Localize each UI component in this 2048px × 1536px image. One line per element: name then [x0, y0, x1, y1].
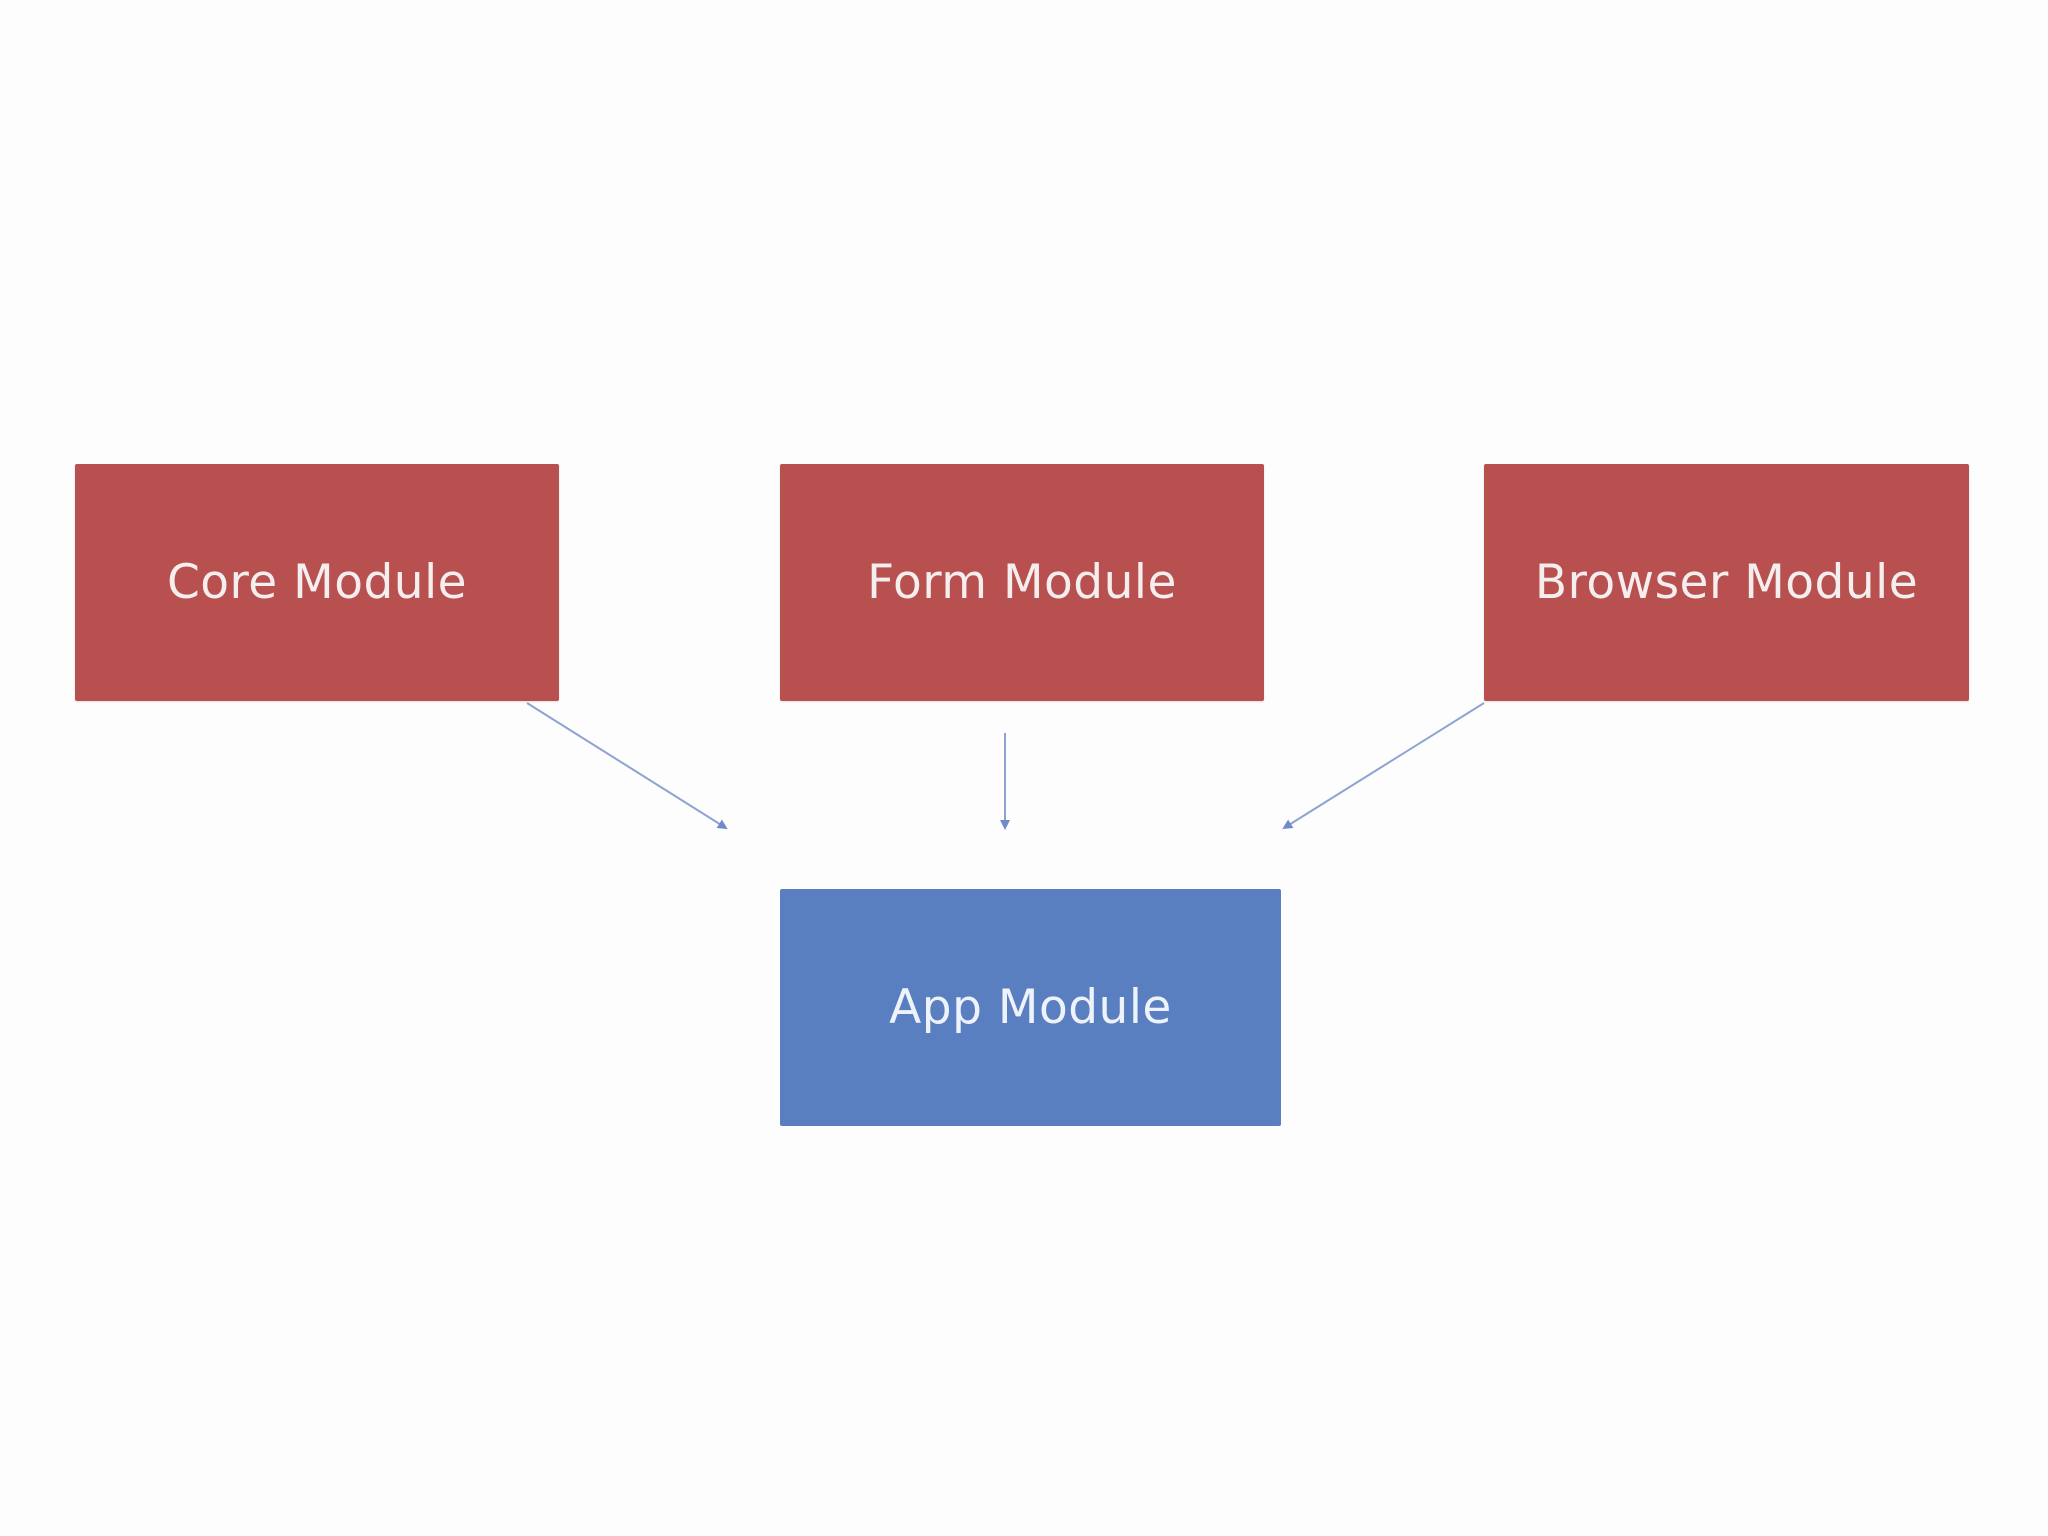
- core-module-label: Core Module: [166, 555, 468, 610]
- form-module-label: Form Module: [867, 555, 1177, 610]
- app-module-node: App Module: [780, 889, 1281, 1126]
- form-module-node: Form Module: [780, 464, 1264, 701]
- browser-module-label: Browser Module: [1534, 555, 1919, 610]
- edge-core-to-app: [526, 702, 728, 830]
- core-module-node: Core Module: [75, 464, 559, 701]
- edge-browser-to-app: [1282, 702, 1485, 830]
- browser-module-node: Browser Module: [1484, 464, 1969, 701]
- app-module-label: App Module: [889, 980, 1172, 1035]
